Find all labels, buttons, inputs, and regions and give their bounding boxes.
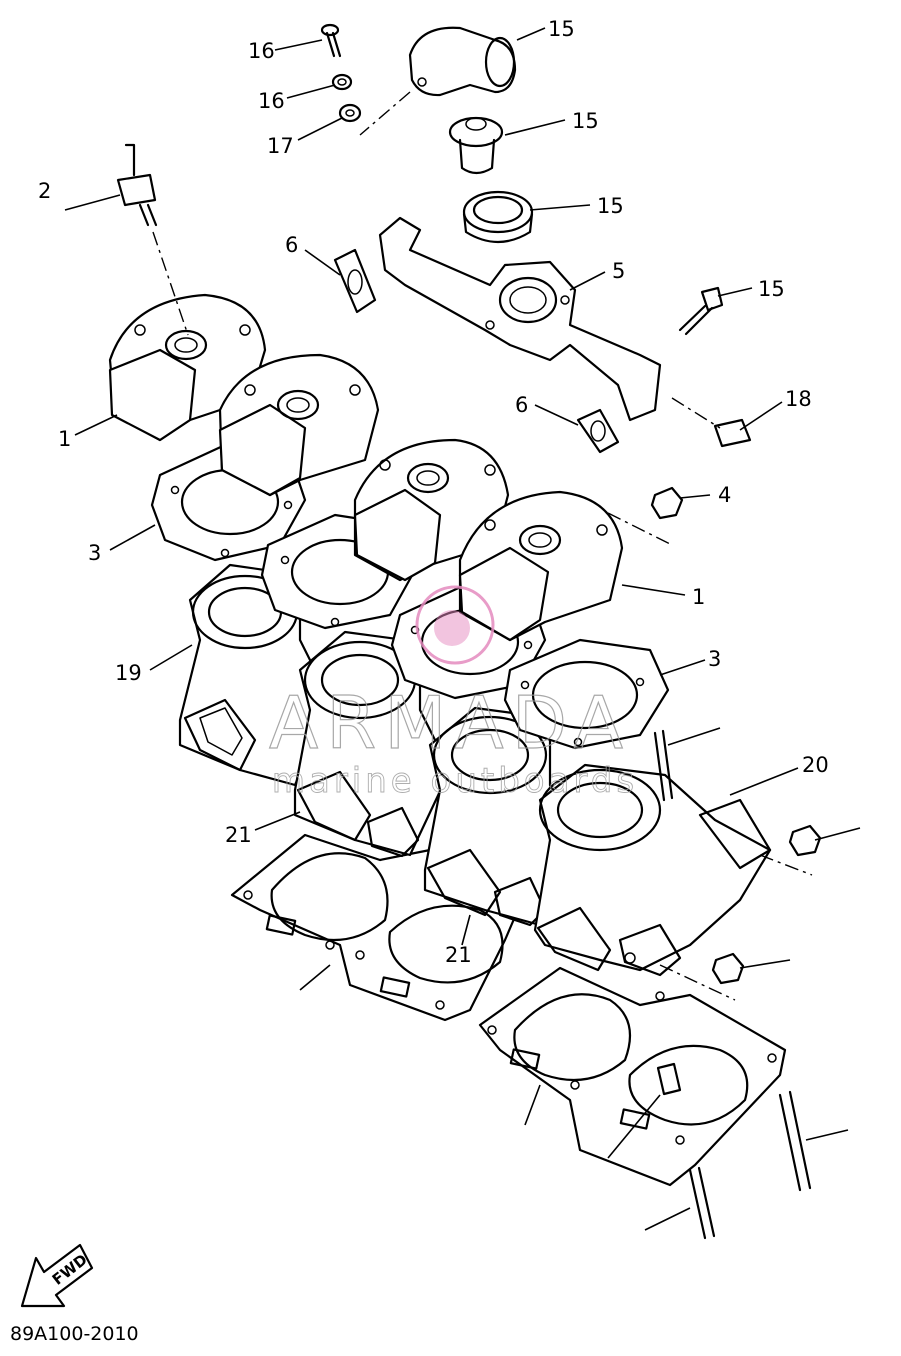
callout-2: 2 <box>38 179 51 203</box>
callout-9: 15 <box>597 194 624 218</box>
fwd-arrow: FWD <box>20 1243 94 1308</box>
washer-12 <box>331 73 353 91</box>
callout-1-left: 1 <box>58 427 71 451</box>
callout-6-upper: 6 <box>285 233 298 257</box>
small-gasket-lower <box>576 408 620 454</box>
callout-labels: 15 16 16 17 15 15 2 6 5 15 18 6 1 4 3 1 … <box>38 17 829 967</box>
watermark-logo <box>415 585 495 665</box>
stud-19 <box>688 1166 716 1240</box>
stud-17 <box>653 729 674 802</box>
water-manifold <box>378 216 662 422</box>
drawing-code: 89A100-2010 <box>10 1323 139 1345</box>
bolt-11 <box>320 23 342 58</box>
cylinder-head-2 <box>218 353 380 497</box>
callout-10: 15 <box>548 17 575 41</box>
dowel-20 <box>656 1062 682 1096</box>
callout-15-right: 20 <box>802 753 829 777</box>
leader-lines <box>64 27 861 1231</box>
bolt-7 <box>678 286 724 336</box>
callout-4: 4 <box>718 483 731 507</box>
cylinder-block-rear-left <box>423 706 582 927</box>
nut-21-upper <box>788 824 822 857</box>
watermark-tagline: marine outboards <box>272 761 638 801</box>
crankcase-gasket-right <box>478 966 787 1187</box>
callout-6-lower: 6 <box>515 393 528 417</box>
sensor-2 <box>116 143 158 227</box>
nut-21-lower <box>711 952 745 985</box>
stud-18 <box>778 1090 812 1192</box>
watermark-brand: ARMADA <box>269 681 631 765</box>
callout-3-left: 3 <box>88 541 101 565</box>
callout-3-right: 3 <box>708 647 721 671</box>
callout-15-left: 19 <box>115 661 142 685</box>
callout-8: 15 <box>572 109 599 133</box>
thermostat <box>448 116 504 175</box>
callout-15-rear: 21 <box>445 943 472 967</box>
callout-12: 16 <box>258 89 285 113</box>
nut-13 <box>338 103 362 123</box>
fitting-14 <box>713 418 752 448</box>
callout-15-center: 21 <box>225 823 252 847</box>
callout-14: 18 <box>785 387 812 411</box>
cylinder-block-left <box>178 563 332 787</box>
thermostat-cover <box>408 26 517 97</box>
callout-5: 5 <box>612 259 625 283</box>
cylinder-block-center <box>293 630 452 858</box>
small-gasket-upper <box>333 248 377 314</box>
alignment-lines <box>152 91 813 1001</box>
watermark: ARMADA marine outboards <box>268 585 638 801</box>
nut-4 <box>650 486 684 520</box>
callout-13: 17 <box>267 134 294 158</box>
callout-1-right: 1 <box>692 585 705 609</box>
thermostat-seal <box>462 190 534 243</box>
head-gasket-rear-right <box>503 638 670 750</box>
callout-7: 15 <box>758 277 785 301</box>
cylinder-head-4 <box>458 490 624 642</box>
callout-11: 16 <box>248 39 275 63</box>
cylinder-block-rear-right <box>533 763 772 977</box>
